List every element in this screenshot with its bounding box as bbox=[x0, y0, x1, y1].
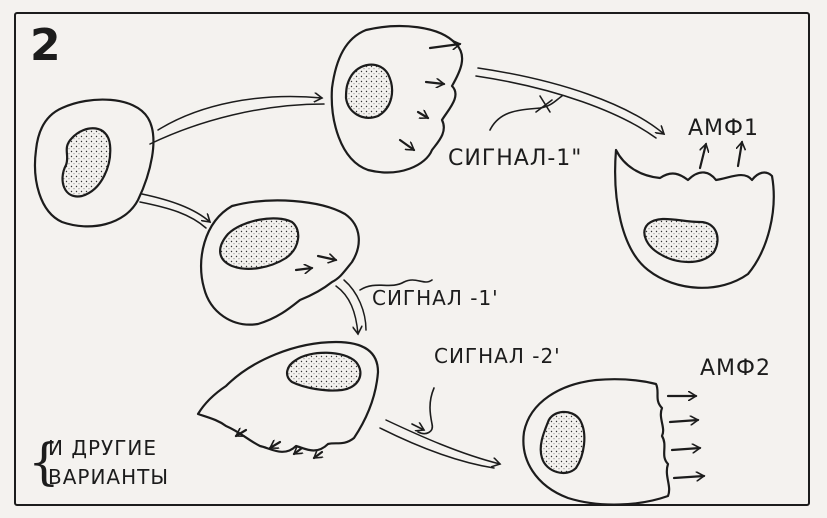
cell-bottom-left bbox=[198, 342, 378, 458]
label-signal-1-double-prime: СИГНАЛ-1" bbox=[448, 146, 582, 171]
nucleus-initial bbox=[63, 128, 111, 196]
label-amf1: АМФ1 bbox=[688, 116, 759, 141]
label-signal-1-prime: СИГНАЛ -1' bbox=[372, 286, 499, 310]
cell-initial bbox=[35, 100, 153, 227]
nucleus-middle bbox=[220, 218, 298, 268]
nucleus-bottom-left bbox=[287, 353, 360, 391]
label-other-variants: { И ДРУГИЕ ВАРИАНТЫ bbox=[30, 434, 151, 492]
nucleus-top-middle bbox=[346, 65, 392, 118]
cell-amf1 bbox=[615, 142, 774, 288]
nucleus-amf1 bbox=[644, 219, 717, 262]
nucleus-amf2 bbox=[541, 412, 585, 473]
cell-middle bbox=[201, 200, 359, 324]
cell-amf2 bbox=[523, 379, 704, 504]
cell-top-middle bbox=[332, 26, 462, 172]
panel-number: 2 bbox=[30, 20, 61, 71]
transition-arrows bbox=[140, 68, 664, 468]
other-variants-line-2: ВАРИАНТЫ bbox=[48, 463, 169, 492]
label-amf2: АМФ2 bbox=[700, 356, 771, 381]
other-variants-line-1: И ДРУГИЕ bbox=[48, 434, 169, 463]
label-signal-2-prime: СИГНАЛ -2' bbox=[434, 344, 561, 368]
